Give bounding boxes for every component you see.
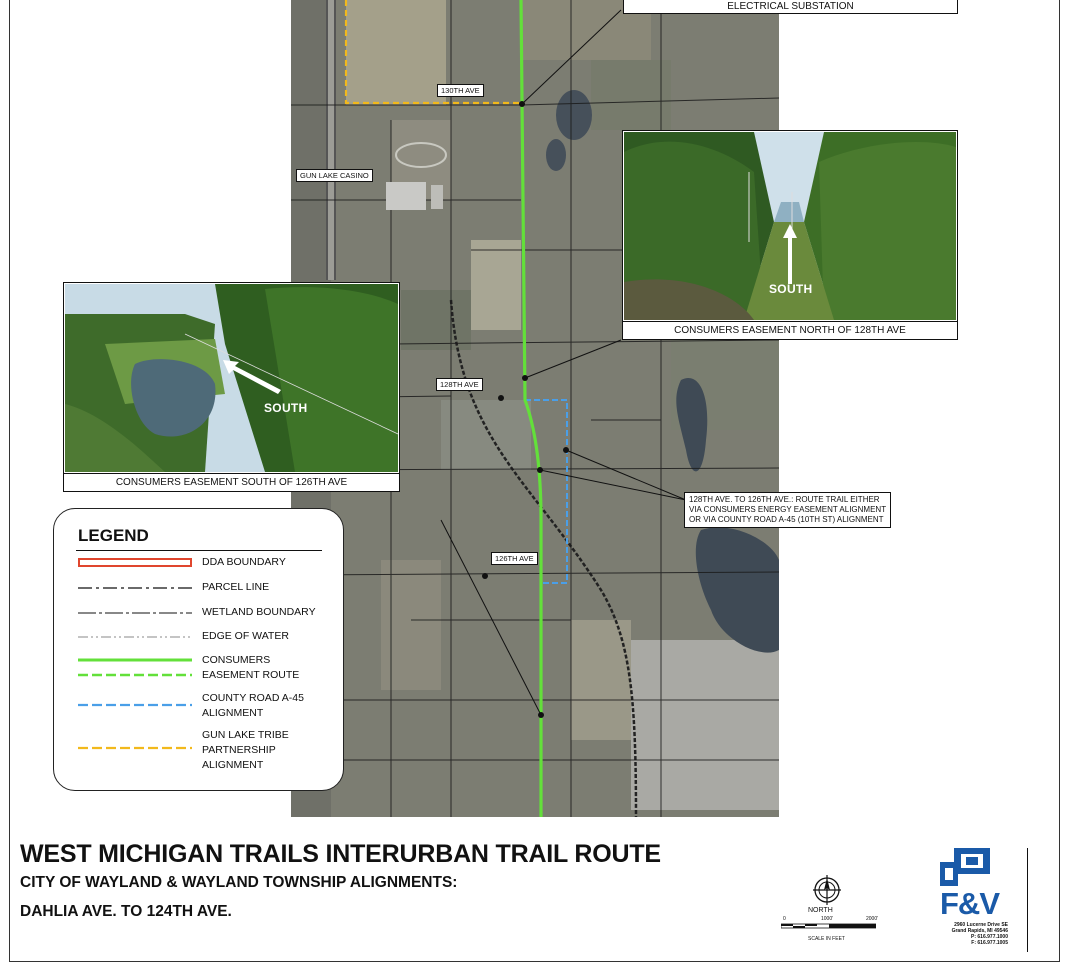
scale-tick-2: 2000' [866, 916, 879, 922]
callout-line-3: OR VIA COUNTY ROAD A-45 (10TH ST) ALIGNM… [689, 515, 884, 524]
address-line: Grand Rapids, MI 49546 [951, 928, 1008, 934]
legend-label: GUN LAKE TRIBE [202, 729, 289, 741]
address-line: P: 616.977.1000 [971, 934, 1008, 940]
scale-caption: SCALE IN FEET [808, 936, 845, 942]
scale-bar-graphic [781, 923, 876, 929]
legend-swatch-gun-lake [78, 746, 192, 750]
direction-arrow-icon [783, 224, 797, 284]
sheet-title: WEST MICHIGAN TRAILS INTERURBAN TRAIL RO… [20, 840, 661, 868]
address-line: 2960 Lucerne Drive SE [954, 922, 1008, 928]
legend-swatch-dda [78, 558, 192, 567]
label-130th-ave: 130TH AVE [437, 84, 484, 97]
legend: LEGEND DDA BOUNDARY PARCEL LINE WETLAND … [53, 508, 344, 791]
photo-north-of-128th[interactable]: SOUTH CONSUMERS EASEMENT NORTH OF 128TH … [622, 130, 958, 340]
legend-label: EDGE OF WATER [202, 630, 289, 642]
sheet-subtitle-2: DAHLIA AVE. TO 124TH AVE. [20, 903, 232, 920]
photo-south-of-126th[interactable]: SOUTH CONSUMERS EASEMENT SOUTH OF 126TH … [63, 282, 400, 492]
legend-label: DDA BOUNDARY [202, 556, 286, 568]
photo-north-caption: CONSUMERS EASEMENT NORTH OF 128TH AVE [623, 321, 957, 339]
route-callout: 128TH AVE. TO 126TH AVE.: ROUTE TRAIL EI… [684, 492, 892, 528]
north-label: NORTH [808, 907, 833, 914]
sheet-subtitle-1: CITY OF WAYLAND & WAYLAND TOWNSHIP ALIGN… [20, 874, 458, 891]
firm-address: 2960 Lucerne Drive SE Grand Rapids, MI 4… [940, 922, 1008, 946]
legend-label: PARCEL LINE [202, 581, 270, 593]
legend-swatch-parcel [78, 587, 192, 589]
address-line: F: 616.977.1005 [971, 940, 1008, 946]
legend-label: COUNTY ROAD A-45 [202, 692, 304, 704]
label-gun-lake-casino: GUN LAKE CASINO [296, 169, 373, 182]
label-128th-ave: 128TH AVE [436, 378, 483, 391]
legend-label-line2: ALIGNMENT [202, 707, 264, 719]
legend-swatch-consumers [78, 658, 192, 677]
direction-arrow-icon [223, 360, 281, 394]
legend-divider [76, 550, 322, 551]
firm-logo-icon [940, 848, 990, 886]
legend-label-line2: PARTNERSHIP [202, 744, 276, 756]
drawing-sheet-border [9, 0, 1060, 962]
photo-south-image [65, 284, 398, 472]
photo-north-direction-label: SOUTH [769, 282, 813, 296]
photo-south-direction-label: SOUTH [264, 401, 308, 415]
scale-tick-0: 0 [783, 916, 786, 922]
north-arrow-icon [813, 875, 841, 905]
callout-line-1: 128TH AVE. TO 126TH AVE.: ROUTE TRAIL EI… [689, 495, 880, 504]
legend-title: LEGEND [78, 526, 149, 545]
legend-label: WETLAND BOUNDARY [202, 606, 316, 618]
callout-line-2: VIA CONSUMERS ENERGY EASEMENT ALIGNMENT [689, 505, 887, 514]
scale-tick-1: 1000' [821, 916, 834, 922]
legend-swatch-county-road [78, 703, 192, 707]
photo-north-image [624, 132, 956, 320]
legend-swatch-water [78, 636, 192, 638]
legend-label-line2: EASEMENT ROUTE [202, 669, 300, 681]
legend-label-line3: ALIGNMENT [202, 759, 264, 771]
label-126th-ave: 126TH AVE [491, 552, 538, 565]
firm-logo-text: F&V [940, 886, 1000, 921]
photo-south-caption: CONSUMERS EASEMENT SOUTH OF 126TH AVE [64, 473, 399, 491]
substation-label-box: ELECTRICAL SUBSTATION [623, 0, 958, 14]
legend-swatch-wetland [78, 612, 192, 614]
title-block-divider [1027, 848, 1028, 952]
substation-label: ELECTRICAL SUBSTATION [727, 1, 854, 12]
legend-label: CONSUMERS [202, 654, 271, 666]
